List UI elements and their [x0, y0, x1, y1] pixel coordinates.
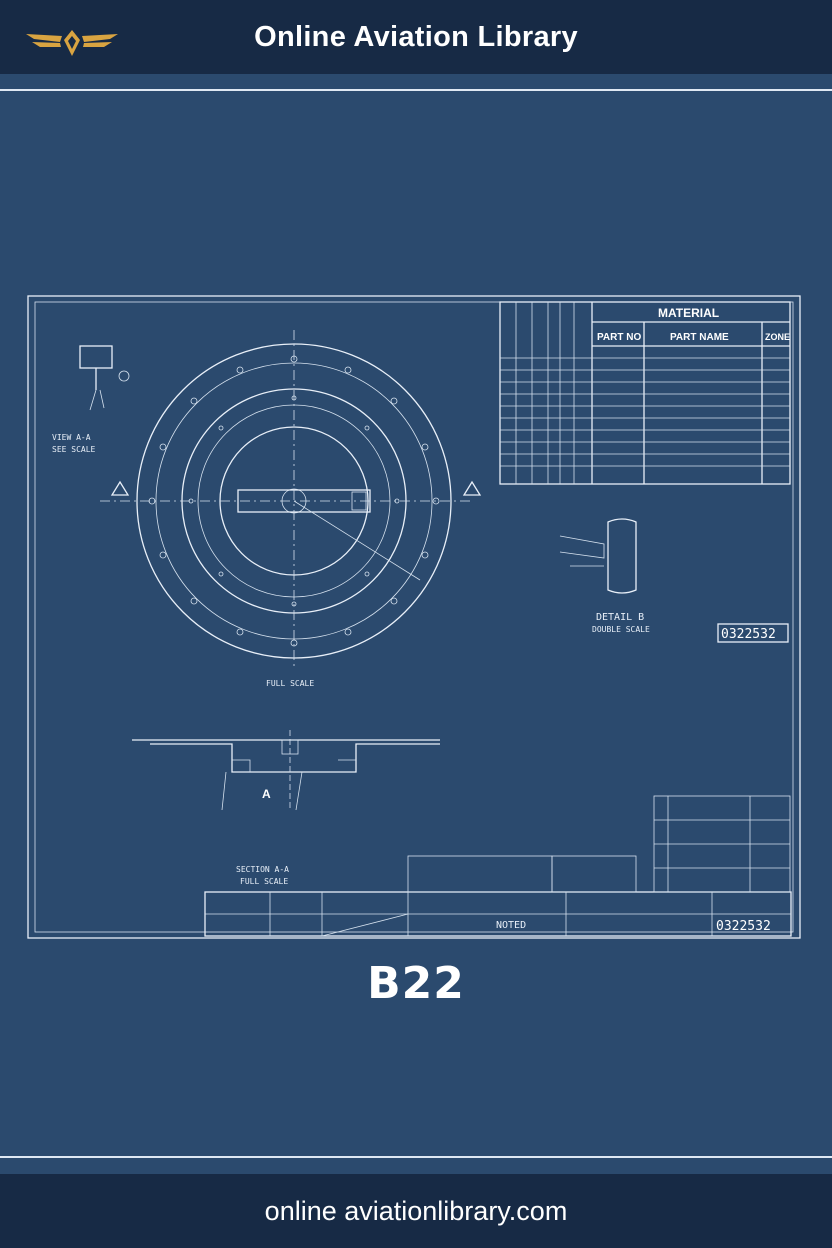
detail-label: DETAIL B	[596, 612, 644, 623]
site-footer: online aviationlibrary.com	[0, 1174, 832, 1248]
view-label: VIEW A-A	[52, 433, 91, 442]
section-label: SECTION A-A	[236, 865, 289, 874]
section-aa-view	[132, 730, 440, 811]
section-scale: FULL SCALE	[240, 877, 288, 886]
drawing-number: 0322532	[721, 627, 776, 642]
material-table: MATERIAL PART NO PART NAME ZONE	[499, 301, 791, 485]
title-block: NOTED 0322532	[204, 795, 792, 937]
bottom-divider	[0, 1156, 832, 1158]
footer-url[interactable]: online aviationlibrary.com	[264, 1195, 568, 1226]
view-scale: SEE SCALE	[52, 445, 96, 454]
plan-scale-label: FULL SCALE	[266, 679, 314, 688]
detail-b	[559, 518, 637, 594]
view-aa-detail	[79, 345, 130, 411]
blueprint-drawing: VIEW A-A SEE SCALE MATERIAL	[0, 290, 832, 950]
col-part-name: PART NAME	[670, 332, 729, 343]
material-header: MATERIAL	[658, 306, 719, 320]
top-divider	[0, 89, 832, 91]
col-zone: ZONE	[765, 332, 790, 342]
detail-scale: DOUBLE SCALE	[592, 625, 650, 634]
title-drawing-number: 0322532	[716, 919, 771, 934]
col-part-no: PART NO	[597, 332, 641, 343]
title-noted: NOTED	[496, 920, 526, 931]
site-header: Online Aviation Library	[0, 0, 832, 74]
winged-emblem-icon[interactable]	[24, 26, 120, 60]
site-title: Online Aviation Library	[254, 20, 578, 53]
flange-plan-view	[100, 330, 470, 670]
section-marker: A	[262, 787, 271, 801]
blueprint-svg: VIEW A-A SEE SCALE MATERIAL	[27, 295, 801, 939]
model-designation: B22	[367, 958, 465, 1009]
